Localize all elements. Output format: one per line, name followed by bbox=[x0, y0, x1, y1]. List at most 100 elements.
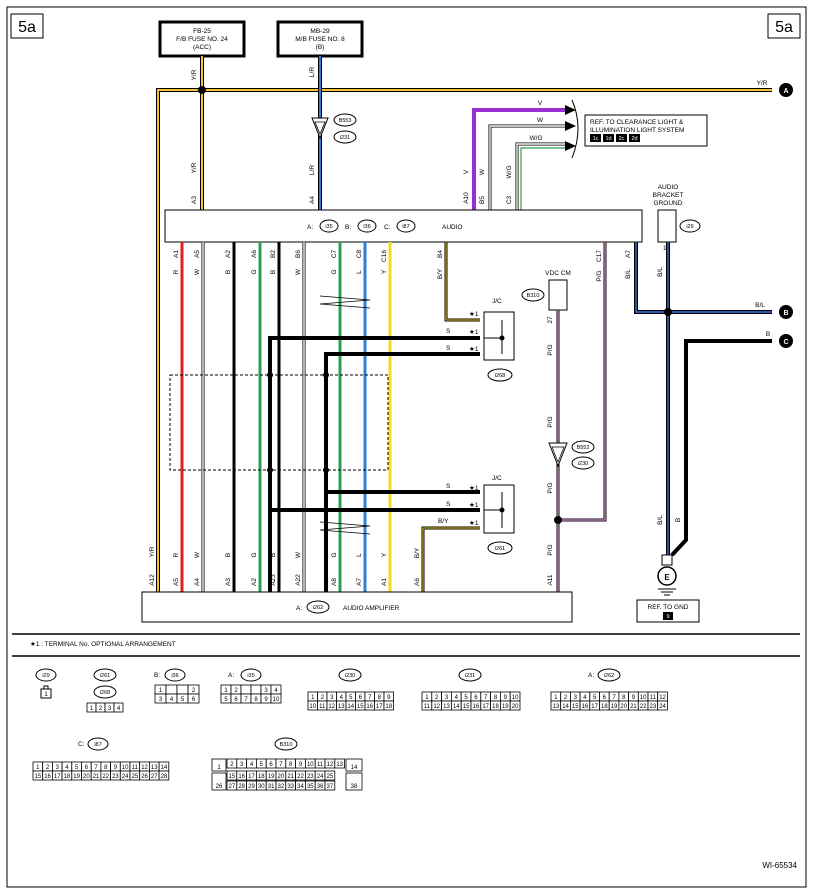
connector-pin: 16 bbox=[582, 704, 589, 710]
connector-pin: 19 bbox=[268, 774, 275, 780]
connector-pin: 21 bbox=[93, 774, 100, 780]
wire-yr bbox=[156, 56, 772, 592]
svg-text:MB-29: MB-29 bbox=[310, 28, 330, 35]
svg-text:i35: i35 bbox=[247, 673, 254, 679]
page-label-right: 5a bbox=[775, 19, 793, 36]
connector-pin: 17 bbox=[376, 704, 383, 710]
svg-text:A23: A23 bbox=[270, 574, 277, 586]
svg-text:(B): (B) bbox=[316, 44, 325, 51]
svg-text:J/C: J/C bbox=[492, 298, 502, 305]
fuse-fb25: FB-25 F/B FUSE NO. 24 (ACC) bbox=[158, 20, 246, 58]
svg-text:B:: B: bbox=[154, 672, 160, 679]
svg-text:A: A bbox=[783, 88, 788, 95]
connector-pin: 19 bbox=[502, 704, 509, 710]
svg-text:B: B bbox=[225, 553, 232, 557]
svg-text:B310: B310 bbox=[527, 293, 540, 299]
connector-pin: 3 bbox=[56, 765, 60, 771]
svg-text:C:: C: bbox=[384, 224, 391, 231]
svg-text:i261: i261 bbox=[100, 673, 110, 679]
svg-text:B6: B6 bbox=[295, 250, 302, 258]
connector-pin: 3 bbox=[240, 762, 244, 768]
connector-pin: 9 bbox=[114, 765, 118, 771]
svg-text:A3: A3 bbox=[225, 578, 232, 586]
svg-text:B/L: B/L bbox=[755, 302, 765, 309]
connector-pin: 18 bbox=[492, 704, 499, 710]
connector-pin: 15 bbox=[35, 774, 42, 780]
svg-text:B310: B310 bbox=[280, 742, 293, 748]
svg-text:C:: C: bbox=[78, 741, 85, 748]
connector-pin: 18 bbox=[385, 704, 392, 710]
connector-pin: 2 bbox=[321, 695, 325, 701]
audio-bracket-ground: AUDIO BRACKET GROUND 1 i29 bbox=[653, 184, 701, 252]
svg-text:i262: i262 bbox=[604, 673, 614, 679]
connector-pin: 27 bbox=[151, 774, 158, 780]
connector-pin: 31 bbox=[268, 784, 275, 790]
connector-pin: 7 bbox=[279, 762, 283, 768]
connector-pin: 15 bbox=[463, 704, 470, 710]
svg-text:P/G: P/G bbox=[547, 482, 554, 493]
connector-pin: 22 bbox=[297, 774, 304, 780]
joint-connector-bottom: J/C ★1 ★1 ★1 S S B/Y i261 bbox=[438, 475, 515, 555]
ref-clearance-light: REF. TO CLEARANCE LIGHT & ILLUMINATION L… bbox=[584, 114, 708, 147]
svg-text:GROUND: GROUND bbox=[654, 200, 683, 207]
svg-text:A5: A5 bbox=[194, 250, 201, 258]
svg-text:★1: ★1 bbox=[469, 519, 479, 527]
svg-text:A1: A1 bbox=[173, 250, 180, 258]
connector-pin: 24 bbox=[317, 774, 324, 780]
connector-pin: 17 bbox=[54, 774, 61, 780]
svg-text:B:: B: bbox=[345, 224, 351, 231]
svg-text:1c: 1c bbox=[593, 136, 599, 142]
amp-pin-labels: A12 A5 A4 A3 A2 A23 A22 A8 A7 A1 A6 A11 … bbox=[149, 546, 554, 586]
svg-text:1: 1 bbox=[44, 692, 48, 698]
connector-pin: 10 bbox=[309, 704, 316, 710]
connector-pin: 5 bbox=[260, 762, 264, 768]
svg-text:1: 1 bbox=[663, 245, 667, 252]
connector-pin: 3 bbox=[574, 695, 578, 701]
connector-pin: 1 bbox=[217, 765, 221, 771]
svg-text:A:: A: bbox=[296, 605, 302, 612]
svg-text:P/G: P/G bbox=[596, 270, 603, 281]
svg-text:i261: i261 bbox=[495, 546, 505, 552]
svg-text:S: S bbox=[446, 345, 451, 352]
svg-text:A7: A7 bbox=[356, 578, 363, 586]
svg-text:★1: ★1 bbox=[469, 328, 479, 336]
connector-pin: 14 bbox=[161, 765, 168, 771]
svg-text:27: 27 bbox=[547, 316, 554, 324]
svg-text:★1: ★1 bbox=[469, 345, 479, 353]
svg-text:B: B bbox=[766, 331, 770, 338]
connector-pin: 12 bbox=[327, 762, 334, 768]
connector-pin: 7 bbox=[244, 697, 248, 703]
connector-pin: 7 bbox=[368, 695, 372, 701]
connector-pin: 19 bbox=[73, 774, 80, 780]
svg-text:A6: A6 bbox=[251, 250, 258, 258]
connector-pin: 14 bbox=[453, 704, 460, 710]
svg-text:2d: 2d bbox=[631, 136, 637, 142]
vdc-cm: VDC CM B310 27 B552 i230 P/G P/G P/G P/G bbox=[521, 242, 607, 592]
svg-text:9: 9 bbox=[666, 614, 669, 620]
connector-pin: 4 bbox=[455, 695, 459, 701]
svg-text:AUDIO: AUDIO bbox=[442, 224, 463, 231]
svg-text:P/G: P/G bbox=[547, 544, 554, 555]
ground-e-symbol: E bbox=[664, 573, 670, 582]
svg-text:B/Y: B/Y bbox=[437, 268, 444, 279]
svg-text:B/Y: B/Y bbox=[438, 518, 449, 525]
page-label-left: 5a bbox=[18, 19, 36, 36]
svg-text:L/R: L/R bbox=[309, 67, 316, 77]
connector-pin: 4 bbox=[583, 695, 587, 701]
svg-text:V: V bbox=[463, 169, 470, 174]
connector-pin: 9 bbox=[504, 695, 508, 701]
svg-text:B: B bbox=[783, 310, 788, 317]
connector-pin: 8 bbox=[254, 697, 258, 703]
svg-text:L: L bbox=[356, 270, 363, 274]
connector-pin: 23 bbox=[112, 774, 119, 780]
connector-pin: 4 bbox=[65, 765, 69, 771]
svg-text:B552: B552 bbox=[577, 445, 590, 451]
svg-text:AUDIO AMPLIFIER: AUDIO AMPLIFIER bbox=[343, 605, 400, 612]
svg-text:C3: C3 bbox=[506, 195, 513, 204]
svg-text:G: G bbox=[331, 269, 338, 274]
connector-pin: 37 bbox=[327, 784, 334, 790]
connector-pin: 27 bbox=[229, 784, 236, 790]
connector-pin: 1 bbox=[554, 695, 558, 701]
svg-text:REF. TO CLEARANCE LIGHT &: REF. TO CLEARANCE LIGHT & bbox=[590, 119, 684, 126]
svg-text:A7: A7 bbox=[625, 250, 632, 258]
